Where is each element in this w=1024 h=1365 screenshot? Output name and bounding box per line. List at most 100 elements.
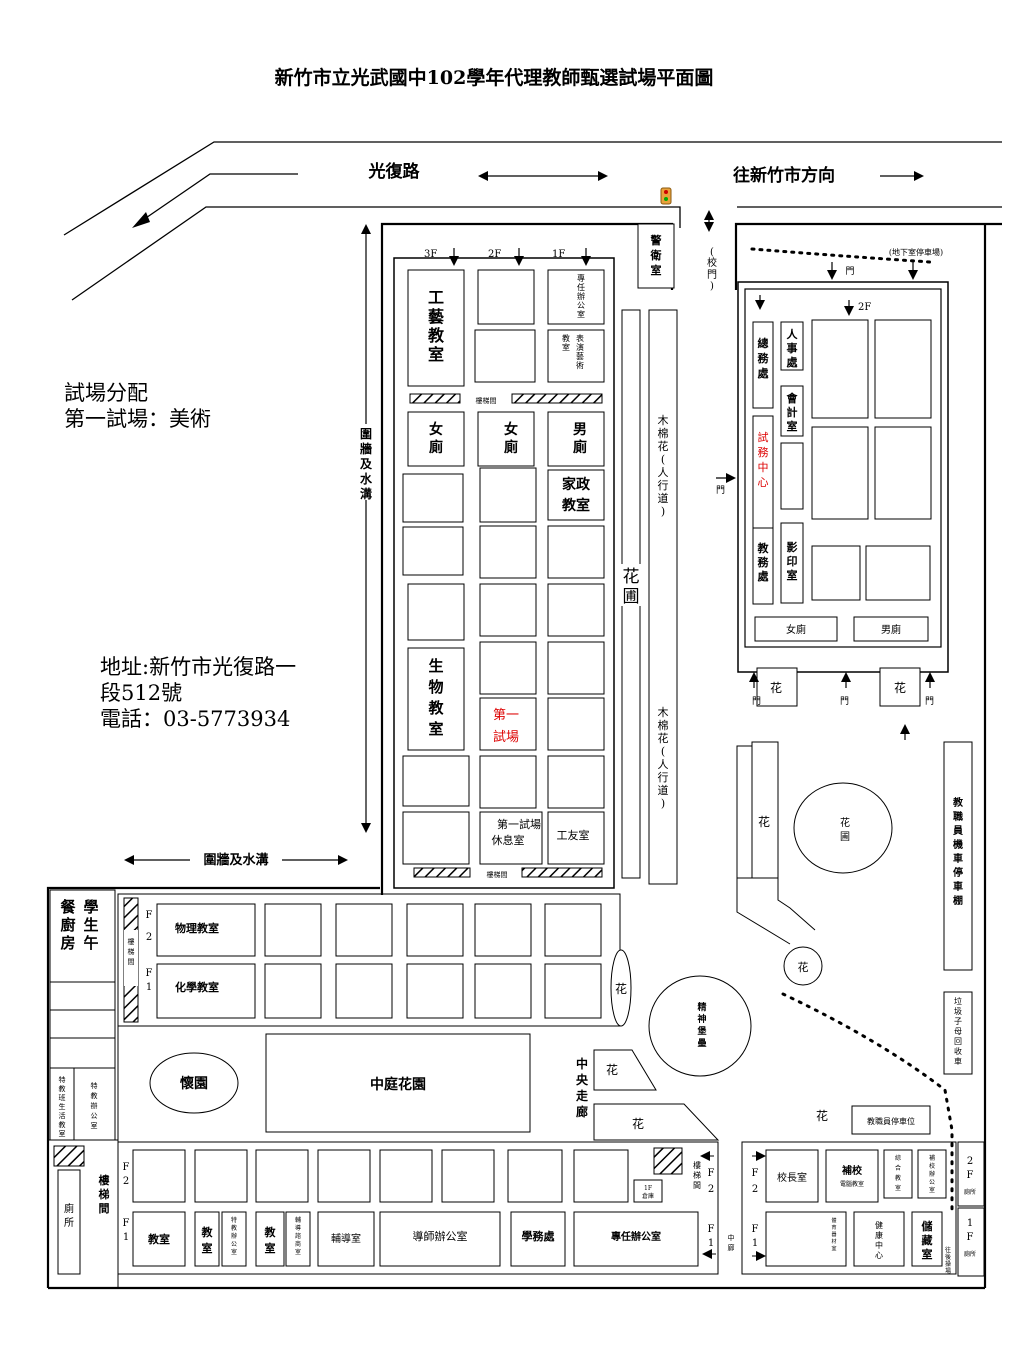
night-school-label: 補校辦公室 xyxy=(929,1154,935,1194)
flower-oval xyxy=(610,949,632,1027)
flower-label: 花 xyxy=(894,680,906,695)
special-office-label: 專任辦公室 xyxy=(577,273,585,319)
admin-inner xyxy=(744,288,942,648)
spirit-fort xyxy=(648,975,752,1077)
accounting-room xyxy=(780,385,804,437)
school-gate-label: (校門) xyxy=(707,247,717,292)
night-school-office xyxy=(917,1149,947,1199)
exam-rest-room xyxy=(479,811,543,865)
student-affairs xyxy=(510,1211,566,1267)
pe-storage-label: 體育器材室 xyxy=(831,1217,836,1252)
wall-label-vertical: 圍牆及水溝 xyxy=(360,426,373,501)
storage-room xyxy=(911,1211,943,1267)
entry-arrows xyxy=(749,672,935,740)
road-arrow-icon xyxy=(132,212,150,228)
flower-label: 花 xyxy=(816,1108,828,1123)
flower-label: 花 xyxy=(758,814,770,829)
floor-label-3f: 3F xyxy=(424,249,437,260)
room xyxy=(547,583,605,637)
stairs-hatch xyxy=(53,1145,85,1167)
counsel-room xyxy=(285,1211,311,1267)
room xyxy=(780,442,804,510)
restroom-1f xyxy=(957,1207,985,1277)
stairs-hatch xyxy=(511,393,603,404)
basement-path xyxy=(750,247,932,264)
school-address: 地址:新竹市光復路一段512號電話：03-5773934 xyxy=(100,654,296,732)
north-building xyxy=(393,257,615,889)
chemistry-lab xyxy=(156,963,256,1019)
staff-car-parking xyxy=(851,1105,931,1135)
courtyard-garden xyxy=(265,1033,531,1133)
student-affairs-label: 學務處 xyxy=(522,1229,556,1243)
restroom-label: 廁所 xyxy=(64,1202,74,1229)
special-life-label: 特教班生活教室 xyxy=(59,1075,66,1138)
home-ec-label: 家政教室 xyxy=(562,476,591,514)
south-room xyxy=(255,1149,309,1203)
lab-room xyxy=(264,903,322,957)
admin-men-restroom xyxy=(853,616,929,642)
kapok-label: 木棉花(人行道) xyxy=(658,706,669,810)
flower-label: 花 xyxy=(798,961,809,974)
classroom-label: 教室 xyxy=(147,1232,170,1246)
page-title: 新竹市立光武國中102學年代理教師甄選試場平面圖 xyxy=(275,66,714,89)
mid-corridor-label: 中廊 xyxy=(728,1233,735,1252)
campus-walls xyxy=(46,222,1002,1290)
floor-label-1f: 1F xyxy=(552,249,565,260)
workshop-room xyxy=(407,269,465,387)
classroom-label-narrow: 教室 xyxy=(201,1225,214,1255)
wall-label-horizontal: 圍牆及水溝 xyxy=(203,852,268,868)
south-room xyxy=(379,1149,433,1203)
direction-label: 往新竹市方向 xyxy=(733,165,835,186)
flower-box xyxy=(879,667,921,707)
lab-room xyxy=(406,963,464,1019)
road-lines xyxy=(63,141,1002,301)
lab-room xyxy=(544,903,602,957)
personnel-room xyxy=(780,321,804,371)
floor-arrows xyxy=(449,248,591,266)
admin-office xyxy=(811,319,869,419)
room xyxy=(402,811,470,865)
address-line-2: 段512號 xyxy=(100,681,183,705)
women-restroom-label: 女廁 xyxy=(504,421,518,456)
principal-label: 校長室 xyxy=(777,1171,807,1184)
exam-allocation: 試場分配第一試場：美術 xyxy=(64,380,211,432)
garbage-label: 垃圾子母回收車 xyxy=(954,996,962,1066)
basement-label: (地下室停車場) xyxy=(889,247,943,257)
pe-storage xyxy=(765,1211,847,1267)
flower-bed xyxy=(593,1049,657,1091)
lab-room xyxy=(335,903,393,957)
flower-label: 花 xyxy=(632,1116,644,1131)
room xyxy=(402,526,464,576)
health-center-label: 健康中心 xyxy=(875,1220,883,1260)
exam-rest-label: 第一試場休息室 xyxy=(492,817,542,847)
room xyxy=(479,641,537,695)
restroom xyxy=(57,1169,81,1275)
workshop-label: 工藝教室 xyxy=(428,288,445,364)
personnel-label: 人事處 xyxy=(787,327,799,369)
allocation-heading: 試場分配 xyxy=(64,381,148,405)
allocation-entry: 第一試場：美術 xyxy=(64,407,211,431)
stairs-hatch xyxy=(521,867,603,878)
men-restroom xyxy=(547,411,605,467)
lab-room xyxy=(335,963,393,1019)
admin-office xyxy=(811,426,869,520)
flower-strip xyxy=(736,745,753,879)
counsel-office-label: 輔導室 xyxy=(331,1232,361,1245)
room xyxy=(474,329,536,383)
room xyxy=(479,583,537,637)
academic-label: 教務處 xyxy=(757,541,770,583)
print-room-label: 影印室 xyxy=(787,540,798,582)
physics-lab-label: 物理教室 xyxy=(175,921,219,935)
guard-room-label: 警衛室 xyxy=(650,233,662,277)
biology-label: 生物教室 xyxy=(427,657,444,738)
classroom xyxy=(255,1211,285,1267)
kapok-sidewalk xyxy=(648,309,678,885)
stairs-hatch xyxy=(409,393,461,404)
